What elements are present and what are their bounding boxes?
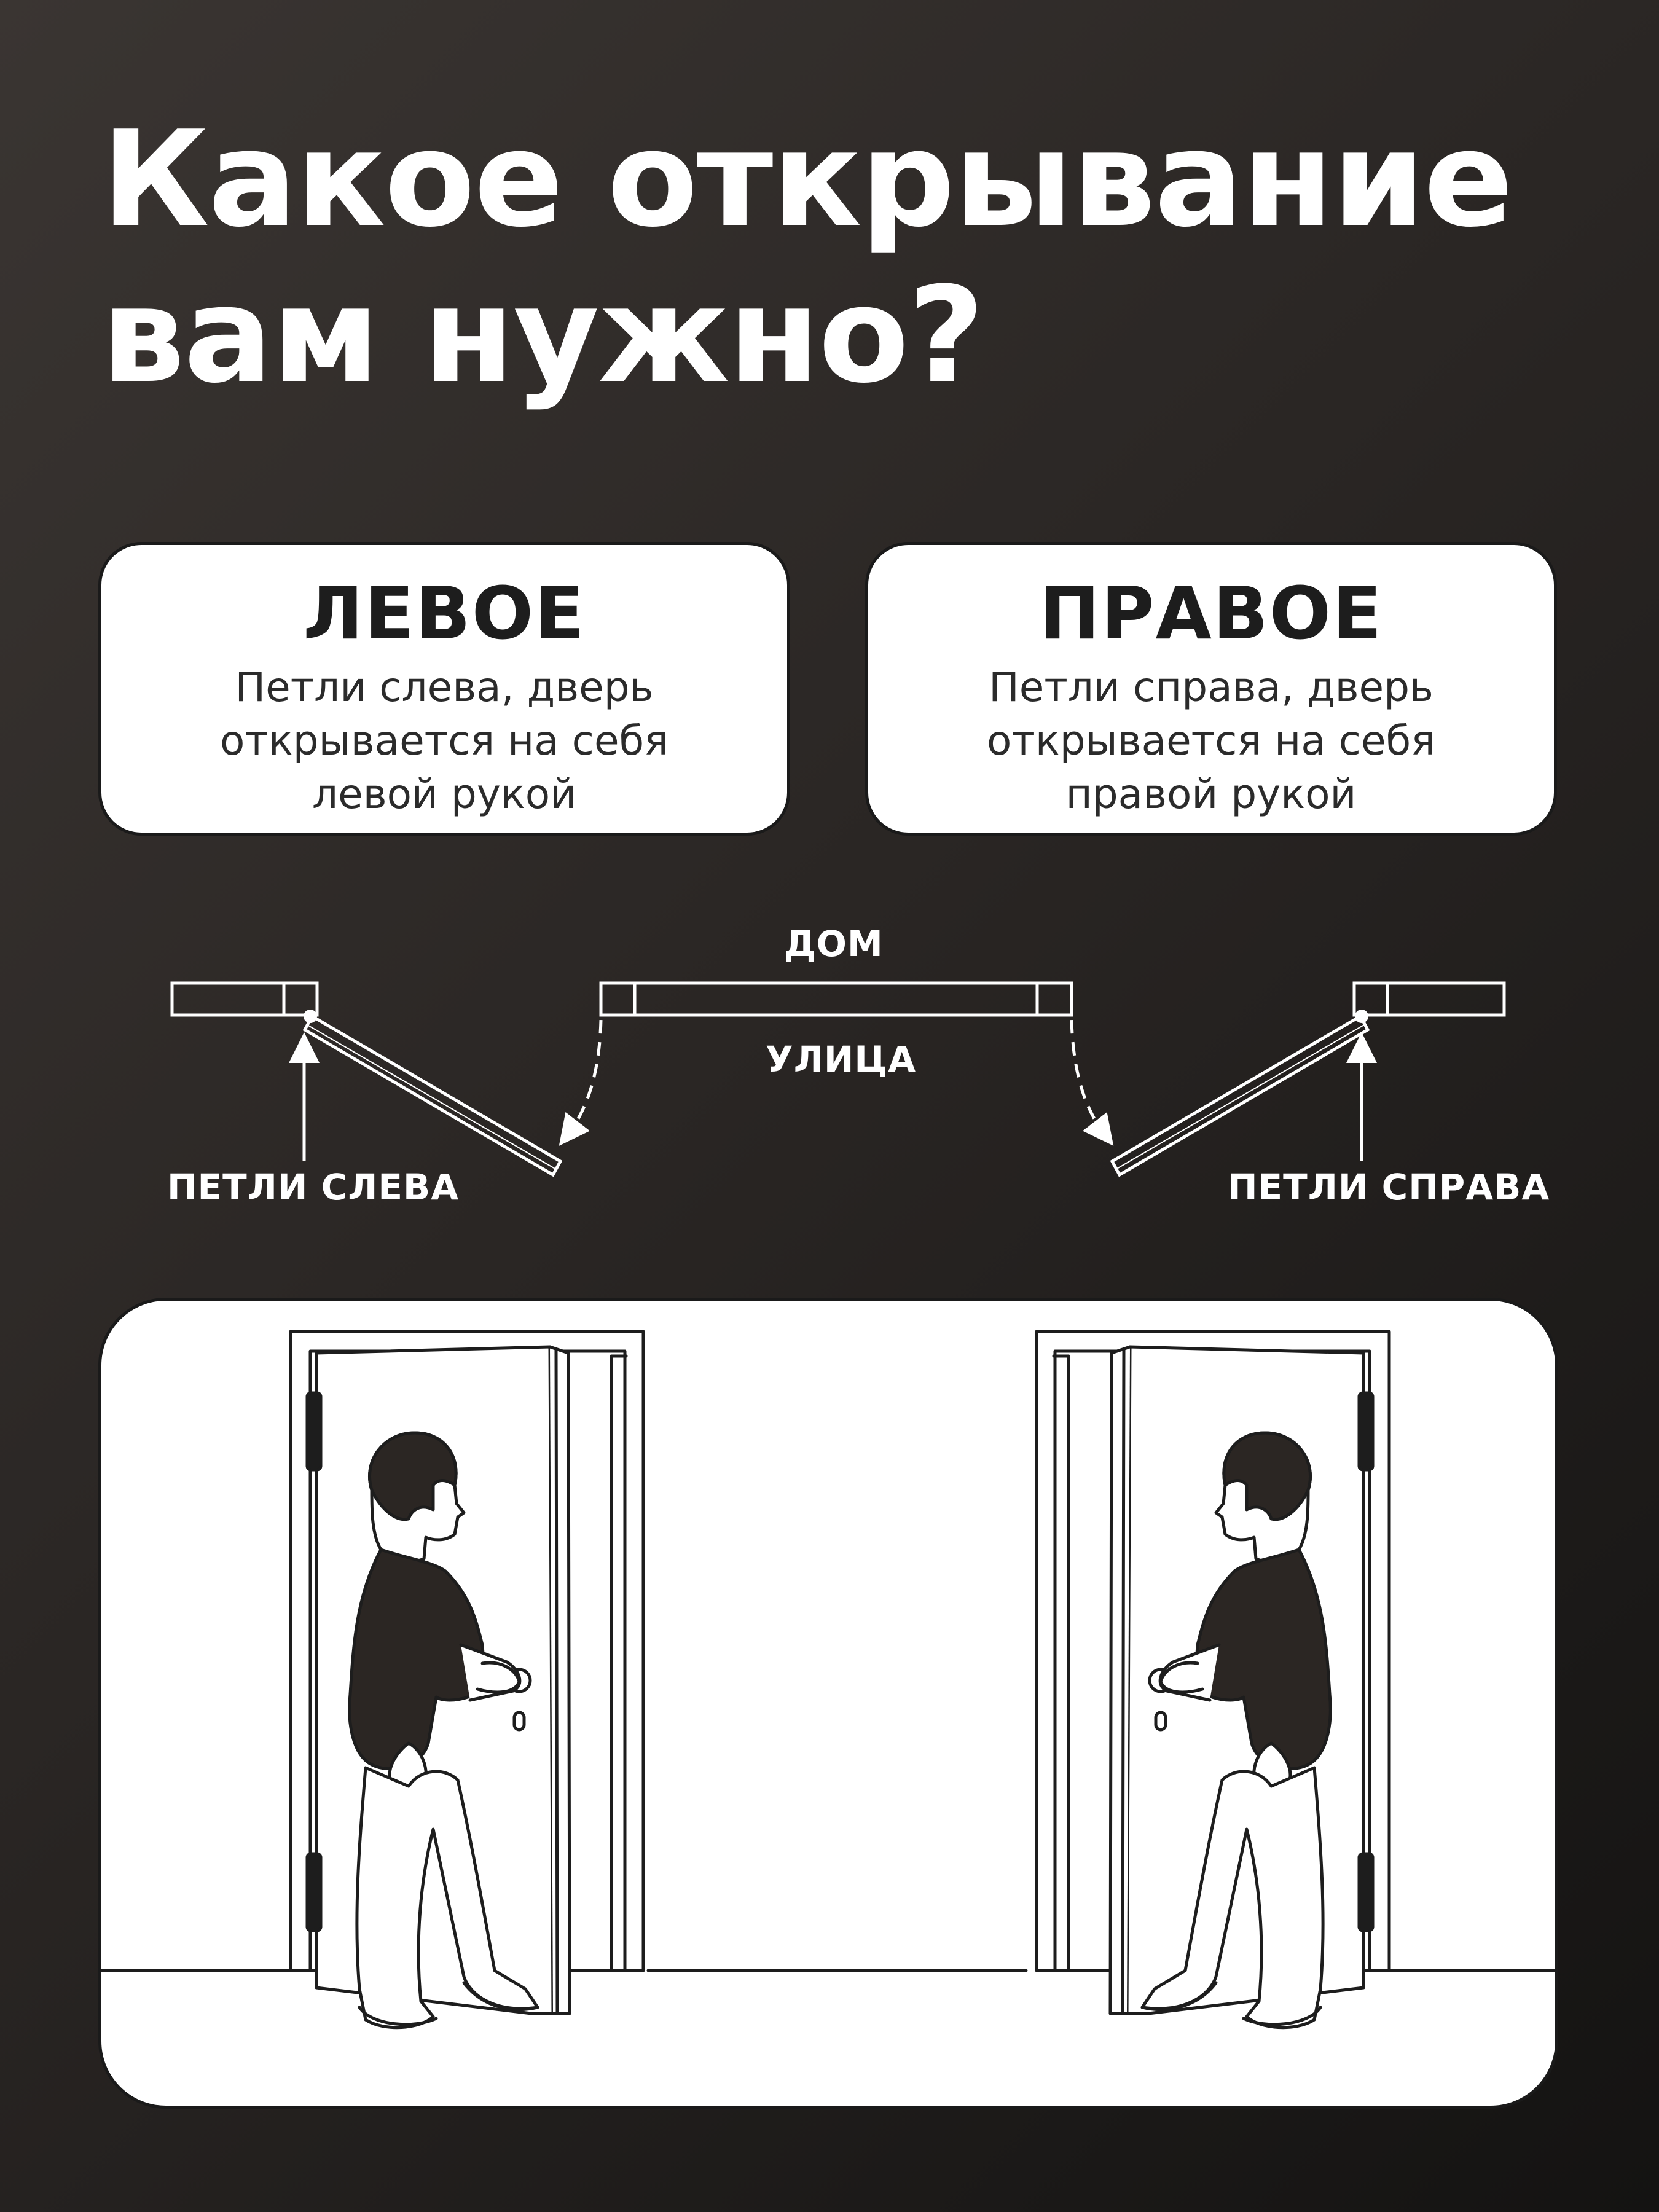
center-door-frame bbox=[599, 981, 1073, 1017]
title-line-2: вам нужно? bbox=[101, 257, 984, 412]
right-swing-arrow bbox=[1070, 1019, 1114, 1146]
right-hinges bbox=[1357, 1391, 1375, 1932]
right-opening-heading: ПРАВОЕ bbox=[1039, 571, 1383, 656]
left-hinge-dot bbox=[304, 1010, 317, 1023]
right-desc-line-2: открывается на себя bbox=[987, 717, 1435, 764]
left-door-leaf bbox=[302, 1014, 563, 1177]
door-plan-diagram bbox=[170, 981, 1506, 1177]
left-hinge-label: ПЕТЛИ СЛЕВА bbox=[167, 1166, 460, 1208]
inside-label: ДОМ bbox=[784, 923, 884, 965]
left-person-figure bbox=[348, 1431, 539, 2030]
page-title: Какое открывание вам нужно? bbox=[101, 101, 1576, 413]
right-desc-line-3: правой рукой bbox=[1065, 771, 1357, 818]
right-door-leaf bbox=[1110, 1014, 1370, 1177]
left-desc-line-2: открывается на себя bbox=[220, 717, 669, 764]
right-person-figure bbox=[1140, 1431, 1332, 2030]
left-opening-heading: ЛЕВОЕ bbox=[303, 571, 586, 656]
door-illustration bbox=[101, 1330, 1555, 2030]
right-opening-description: Петли справа, дверь открывается на себя … bbox=[935, 661, 1488, 821]
door-illustration-panel bbox=[98, 1298, 1558, 2109]
left-opening-description: Петли слева, дверь открывается на себя л… bbox=[168, 661, 721, 821]
right-desc-line-1: Петли справа, дверь bbox=[989, 663, 1433, 711]
left-desc-line-3: левой рукой bbox=[312, 771, 577, 818]
right-opening-card: ПРАВОЕ Петли справа, дверь открывается н… bbox=[865, 542, 1557, 836]
title-line-1: Какое открывание bbox=[101, 102, 1513, 256]
left-wall-segment bbox=[170, 981, 319, 1017]
left-opening-card: ЛЕВОЕ Петли слева, дверь открывается на … bbox=[98, 542, 790, 836]
outside-label: УЛИЦА bbox=[766, 1038, 917, 1080]
right-hinge-label: ПЕТЛИ СПРАВА bbox=[1228, 1166, 1550, 1208]
right-wall-segment bbox=[1352, 981, 1506, 1017]
left-hinges bbox=[305, 1391, 323, 1932]
left-swing-arrow bbox=[559, 1019, 603, 1146]
right-hinge-dot bbox=[1355, 1010, 1368, 1023]
left-desc-line-1: Петли слева, дверь bbox=[235, 663, 654, 711]
